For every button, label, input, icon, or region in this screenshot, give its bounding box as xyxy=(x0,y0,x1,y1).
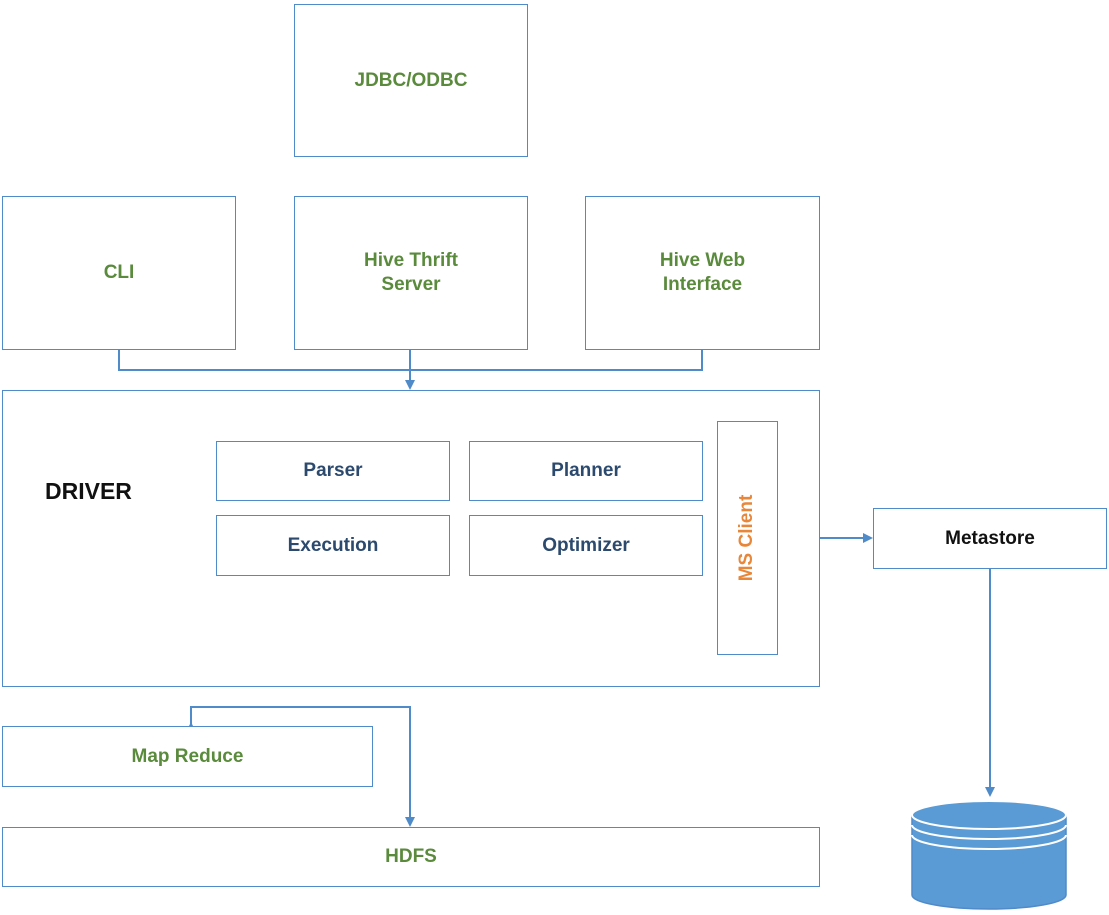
hive-thrift-server-box: Hive Thrift Server xyxy=(294,196,528,350)
hive-web-interface-label: Hive Web Interface xyxy=(659,250,746,295)
parser-box: Parser xyxy=(216,441,450,501)
map-reduce-label: Map Reduce xyxy=(131,745,244,767)
hdfs-label: HDFS xyxy=(385,846,437,867)
cli-box: CLI xyxy=(2,196,236,350)
jdbc-odbc-label: JDBC/ODBC xyxy=(354,69,468,91)
planner-box: Planner xyxy=(469,441,703,501)
optimizer-box: Optimizer xyxy=(469,515,703,576)
metastore-database-icon xyxy=(911,800,1067,910)
cli-label: CLI xyxy=(103,262,135,283)
metastore-box: Metastore xyxy=(873,508,1107,569)
planner-label: Planner xyxy=(551,460,621,481)
jdbc-odbc-box: JDBC/ODBC xyxy=(294,4,528,157)
driver-title: DRIVER xyxy=(45,478,132,504)
hdfs-box: HDFS xyxy=(2,827,820,887)
hive-web-interface-box: Hive Web Interface xyxy=(585,196,820,350)
execution-box: Execution xyxy=(216,515,450,576)
map-reduce-box: Map Reduce xyxy=(2,726,373,787)
parser-label: Parser xyxy=(303,460,363,481)
metastore-label: Metastore xyxy=(945,527,1035,549)
ms-client-label: MS Client xyxy=(736,494,757,582)
ms-client-box xyxy=(717,421,778,655)
optimizer-label: Optimizer xyxy=(542,534,630,556)
mapreduce-hdfs-connector xyxy=(186,706,415,827)
hive-thrift-server-label: Hive Thrift Server xyxy=(364,250,458,295)
execution-label: Execution xyxy=(287,534,379,556)
